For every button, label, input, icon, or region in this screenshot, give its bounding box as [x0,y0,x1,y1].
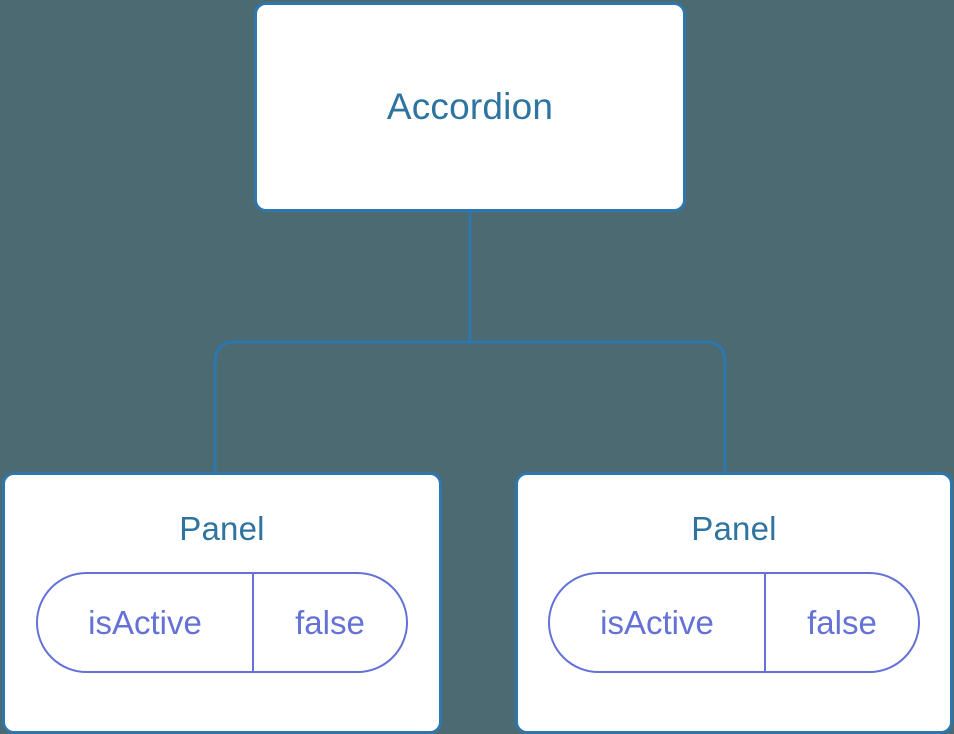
state-pill-panel-2-key: isActive [550,574,766,672]
state-pill-panel-1-key: isActive [38,574,254,672]
node-accordion[interactable]: Accordion [254,2,686,212]
node-panel-1-title: Panel [179,510,265,547]
state-pill-panel-1[interactable]: isActive false [36,572,408,674]
connector-left-branch [213,340,470,475]
node-panel-2-title: Panel [691,510,777,547]
node-panel-2[interactable]: Panel isActive false [515,472,953,734]
state-pill-panel-1-value: false [295,604,365,642]
node-accordion-title: Accordion [386,85,554,127]
connector-right-branch [470,340,727,475]
state-pill-panel-2-value: false [807,604,877,642]
node-panel-1[interactable]: Panel isActive false [2,472,442,734]
state-pill-panel-2[interactable]: isActive false [548,572,920,674]
